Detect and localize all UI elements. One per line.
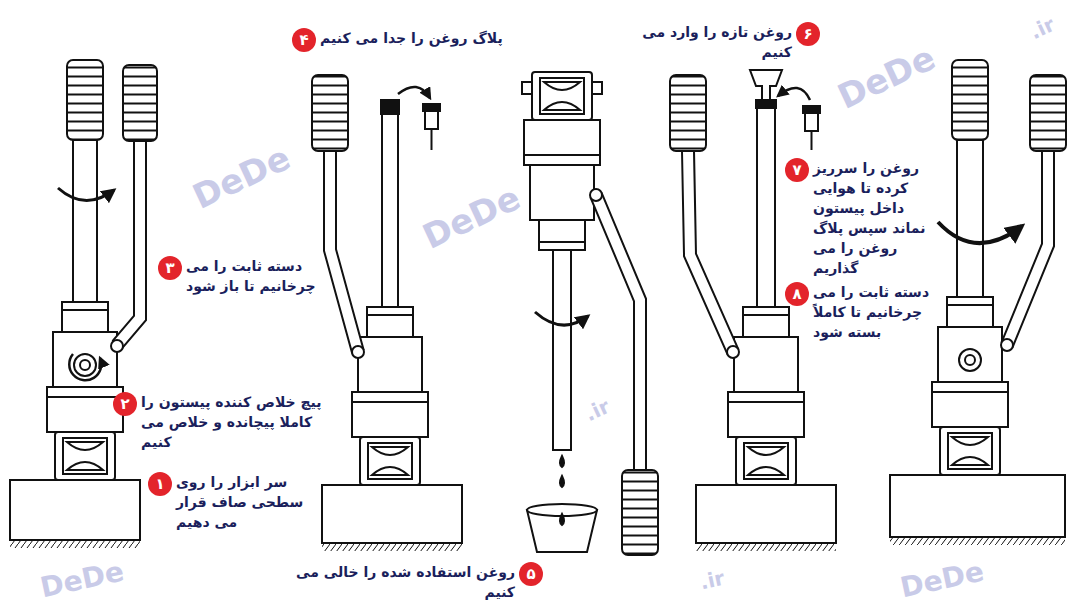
watermark: .ir [582,396,613,424]
step-callout: ۷روغن را سرریز کرده تا هوایی داخل پیستون… [785,158,928,278]
callout-number: ۶ [796,22,820,46]
step-text: دسته ثابت را می چرخانیم تا کاملاً بسته ش… [813,282,931,342]
tool-figure-4 [670,70,836,551]
step-text: پلاگ روغن را جدا می کنیم [320,28,515,48]
step-text: روغن را سرریز کرده تا هوایی داخل پیستون … [813,158,928,278]
step-text: روغن استفاده شده را خالی می کنیم [290,562,515,602]
tool-figure-5 [890,60,1066,545]
watermark: DeDe [188,140,295,214]
step-callout: ۲پیچ خلاص کننده پیستون را کاملا پیچانده … [113,392,346,452]
step-text: پیچ خلاص کننده پیستون را کاملا پیچانده و… [141,392,346,452]
step-text: دسته ثابت را می چرخانیم تا باز شود [186,256,318,296]
step-callout: ۳دسته ثابت را می چرخانیم تا باز شود [158,256,318,296]
watermark: DeDe [898,558,986,603]
watermark: .ir [1027,14,1058,42]
callout-number: ۸ [785,282,809,306]
step-callout: ۱سر ابزار را روی سطحی صاف قرار می دهیم [148,472,311,532]
step-callout: ۸دسته ثابت را می چرخانیم تا کاملاً بسته … [785,282,931,342]
watermark: DeDe [418,180,525,254]
callout-number: ۳ [158,256,182,280]
callout-number: ۱ [148,472,172,496]
step-text: روغن تازه را وارد می کنیم [612,22,792,62]
callout-number: ۴ [292,28,316,52]
step-callout: روغن تازه را وارد می کنیم۶ [612,22,820,62]
tool-figure-3 [522,72,658,555]
step-callout: ۴پلاگ روغن را جدا می کنیم [292,28,515,52]
tool-figure-1 [10,60,157,548]
callout-number: ۲ [113,392,137,416]
callout-number: ۵ [519,562,543,586]
step-text: سر ابزار را روی سطحی صاف قرار می دهیم [176,472,311,532]
watermark: .ir [698,568,726,593]
step-callout: روغن استفاده شده را خالی می کنیم۵ [290,562,543,602]
callout-number: ۷ [785,158,809,182]
tool-figure-2 [312,75,462,551]
watermark: DeDe [833,40,940,114]
watermark: DeDe [38,558,126,603]
